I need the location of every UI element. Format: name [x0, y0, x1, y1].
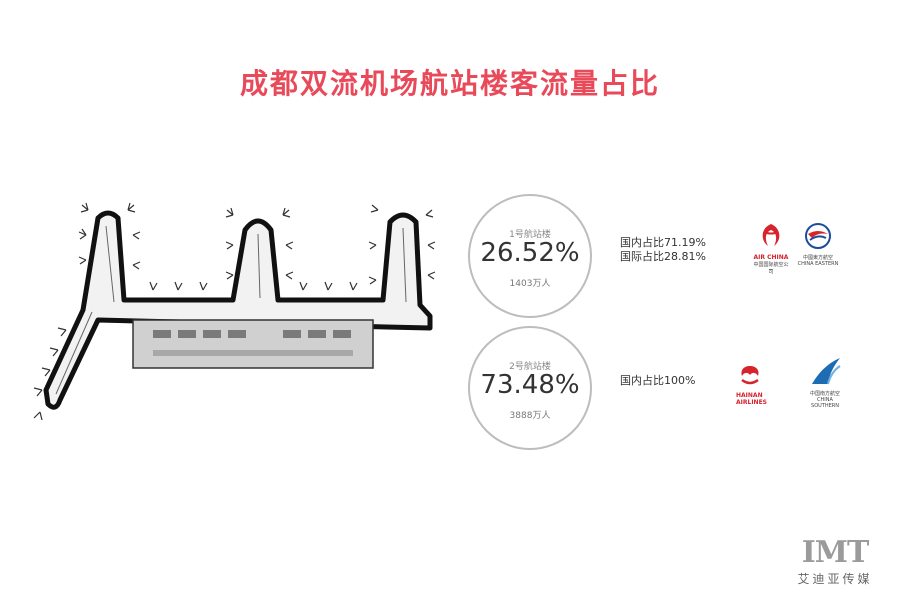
- main-hall: [132, 319, 374, 369]
- watermark-logo: IMT: [801, 535, 870, 570]
- terminal-2-domestic-share: 国内占比100%: [620, 374, 696, 387]
- china-southern-caption: 中国南方航空: [809, 391, 840, 397]
- aircraft-gates: [33, 202, 436, 421]
- terminal-2-name: 2号航站楼: [509, 362, 551, 372]
- terminal-2-share-circle: 2号航站楼 73.48% 3888万人: [468, 326, 592, 450]
- china-southern-kapok-icon: [812, 358, 841, 385]
- hainan-airlines-icon: [741, 366, 759, 385]
- watermark-name: 艾迪亚传媒: [797, 572, 873, 586]
- terminal-1-share-circle: 1号航站楼 26.52% 1403万人: [468, 194, 592, 318]
- terminal-outline: [43, 210, 433, 410]
- china-southern-subcaption: CHINA SOUTHERN: [811, 397, 839, 409]
- air-china-subcaption: 中国国际航空公司: [753, 262, 789, 275]
- terminal-1-volume: 1403万人: [509, 279, 551, 289]
- hainan-airlines-logo: HAINAN AIRLINES: [736, 362, 800, 407]
- air-china-phoenix-icon: [762, 224, 780, 246]
- china-eastern-logo: 中國東方航空 CHINA EASTERN: [797, 222, 839, 267]
- china-eastern-swallow-icon: [805, 223, 831, 249]
- terminal-1-name: 1号航站楼: [509, 230, 551, 240]
- air-china-caption: AIR CHINA: [753, 254, 789, 261]
- china-eastern-caption: 中國東方航空: [802, 255, 833, 261]
- terminal-1-international-share: 国际占比28.81%: [620, 250, 706, 263]
- terminal-2-share: 73.48%: [480, 370, 580, 400]
- air-china-logo: AIR CHINA 中国国际航空公司: [752, 222, 790, 275]
- hall-details: [153, 330, 353, 356]
- concourse-inner: [55, 225, 407, 395]
- terminal-map: [33, 202, 436, 421]
- china-southern-logo: 中国南方航空 CHINA SOUTHERN: [804, 356, 846, 409]
- terminal-1-info: 国内占比71.19% 国际占比28.81%: [620, 236, 706, 264]
- terminal-2-info: 国内占比100%: [620, 374, 695, 388]
- terminal-1-domestic-share: 国内占比71.19%: [620, 236, 706, 249]
- terminal-2-volume: 3888万人: [509, 411, 551, 421]
- page-title: 成都双流机场航站楼客流量占比: [239, 67, 660, 100]
- hainan-airlines-caption: HAINAN AIRLINES: [736, 391, 767, 406]
- watermark: IMT 艾迪亚传媒: [790, 535, 880, 587]
- terminal-1-share: 26.52%: [480, 238, 580, 268]
- china-eastern-subcaption: CHINA EASTERN: [797, 261, 839, 267]
